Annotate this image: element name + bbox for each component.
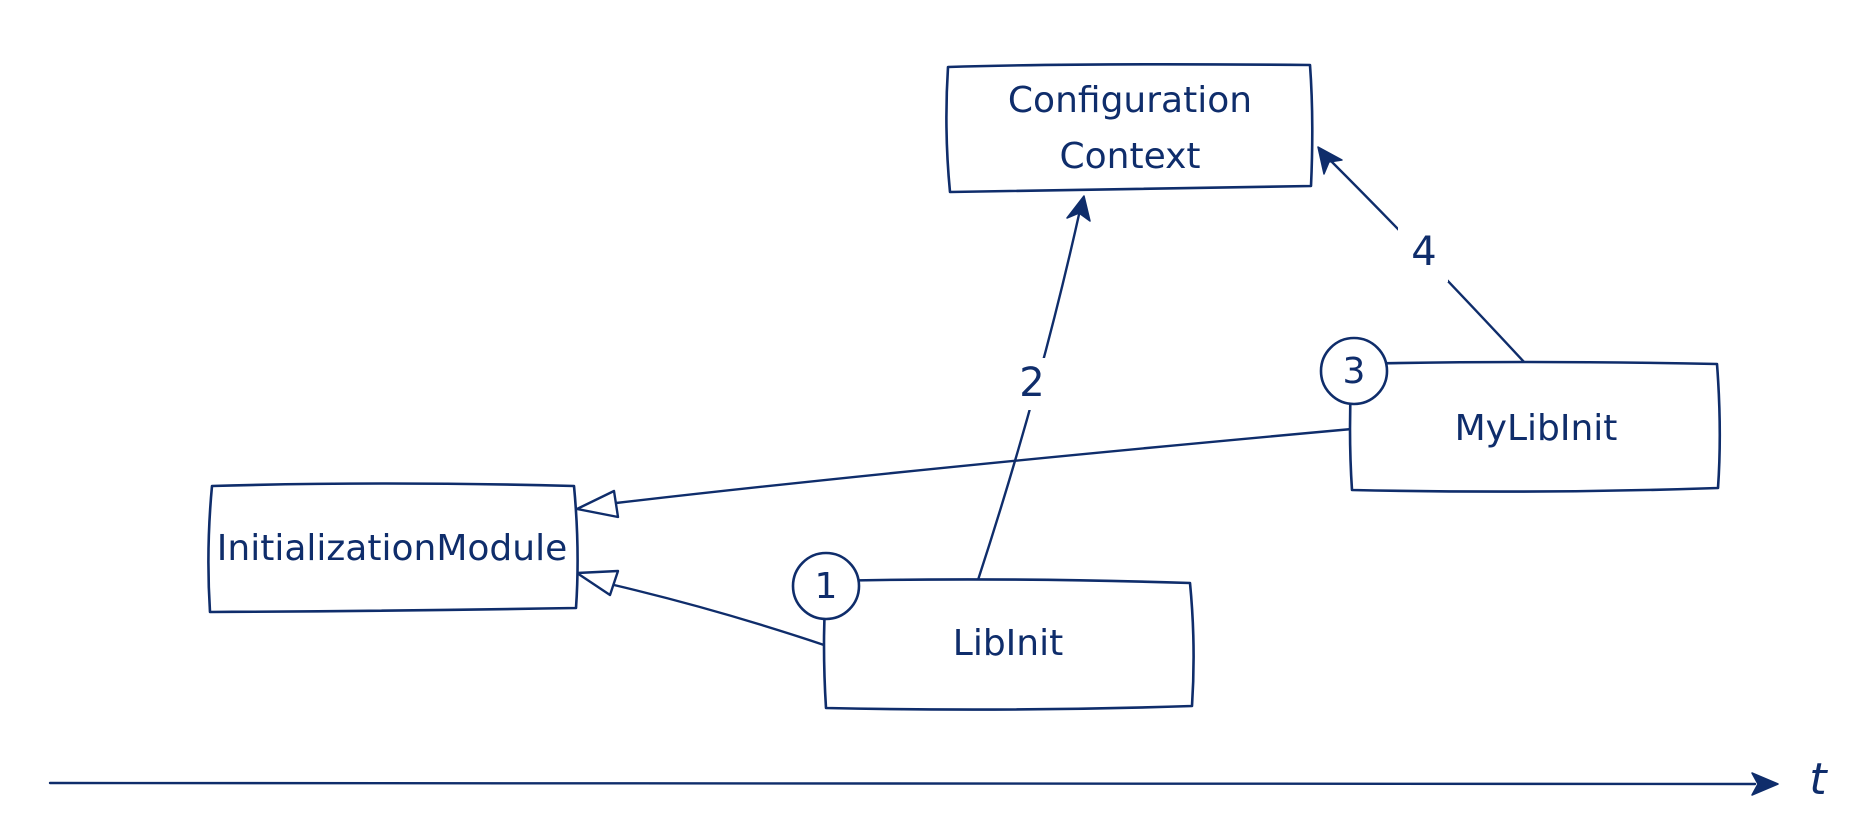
step-4-label-bg bbox=[1398, 226, 1448, 282]
edge-mylibinit-config-arrowhead bbox=[1317, 146, 1343, 175]
lib-init-outline bbox=[822, 578, 1195, 711]
step-2-label: 2 bbox=[1019, 360, 1044, 406]
timeline-label: t bbox=[1809, 754, 1828, 805]
initialization-module-label: InitializationModule bbox=[217, 528, 567, 569]
my-lib-init-box[interactable]: MyLibInit 3 bbox=[1319, 336, 1722, 493]
configuration-context-box[interactable]: Configuration Context bbox=[945, 63, 1314, 194]
edge-mylibinit-to-initmodule bbox=[575, 427, 1354, 519]
edge-mylibinit-initmodule-line bbox=[614, 427, 1354, 505]
initialization-module-outline bbox=[207, 482, 579, 614]
edge-mylibinit-initmodule-arrowhead bbox=[575, 489, 620, 519]
edge-libinit-config-arrowhead bbox=[1066, 195, 1091, 222]
step-3-label: 3 bbox=[1343, 351, 1366, 392]
step-1-circle bbox=[791, 551, 861, 621]
lib-init-box[interactable]: LibInit 1 bbox=[791, 551, 1195, 711]
edge-libinit-initmodule-arrowhead bbox=[575, 569, 620, 597]
edge-libinit-initmodule-line bbox=[612, 583, 826, 647]
timeline: t bbox=[48, 754, 1828, 805]
edge-mylibinit-to-config: 4 bbox=[1317, 146, 1527, 365]
timeline-axis bbox=[48, 781, 1757, 786]
configuration-context-line1: Configuration bbox=[1008, 80, 1252, 121]
edge-libinit-to-initmodule bbox=[575, 569, 826, 647]
timeline-arrowhead bbox=[1751, 772, 1779, 796]
lib-init-label: LibInit bbox=[953, 623, 1063, 664]
step-1-label: 1 bbox=[815, 566, 838, 607]
configuration-context-outline bbox=[945, 63, 1314, 194]
step-2-label-bg bbox=[1008, 358, 1058, 410]
configuration-context-line2: Context bbox=[1059, 136, 1200, 177]
edge-libinit-to-config: 2 bbox=[976, 195, 1091, 582]
step-4-label: 4 bbox=[1411, 229, 1436, 275]
my-lib-init-label: MyLibInit bbox=[1455, 408, 1618, 449]
step-3-circle bbox=[1319, 336, 1389, 406]
my-lib-init-outline bbox=[1348, 360, 1722, 493]
initialization-module-box[interactable]: InitializationModule bbox=[207, 482, 579, 614]
